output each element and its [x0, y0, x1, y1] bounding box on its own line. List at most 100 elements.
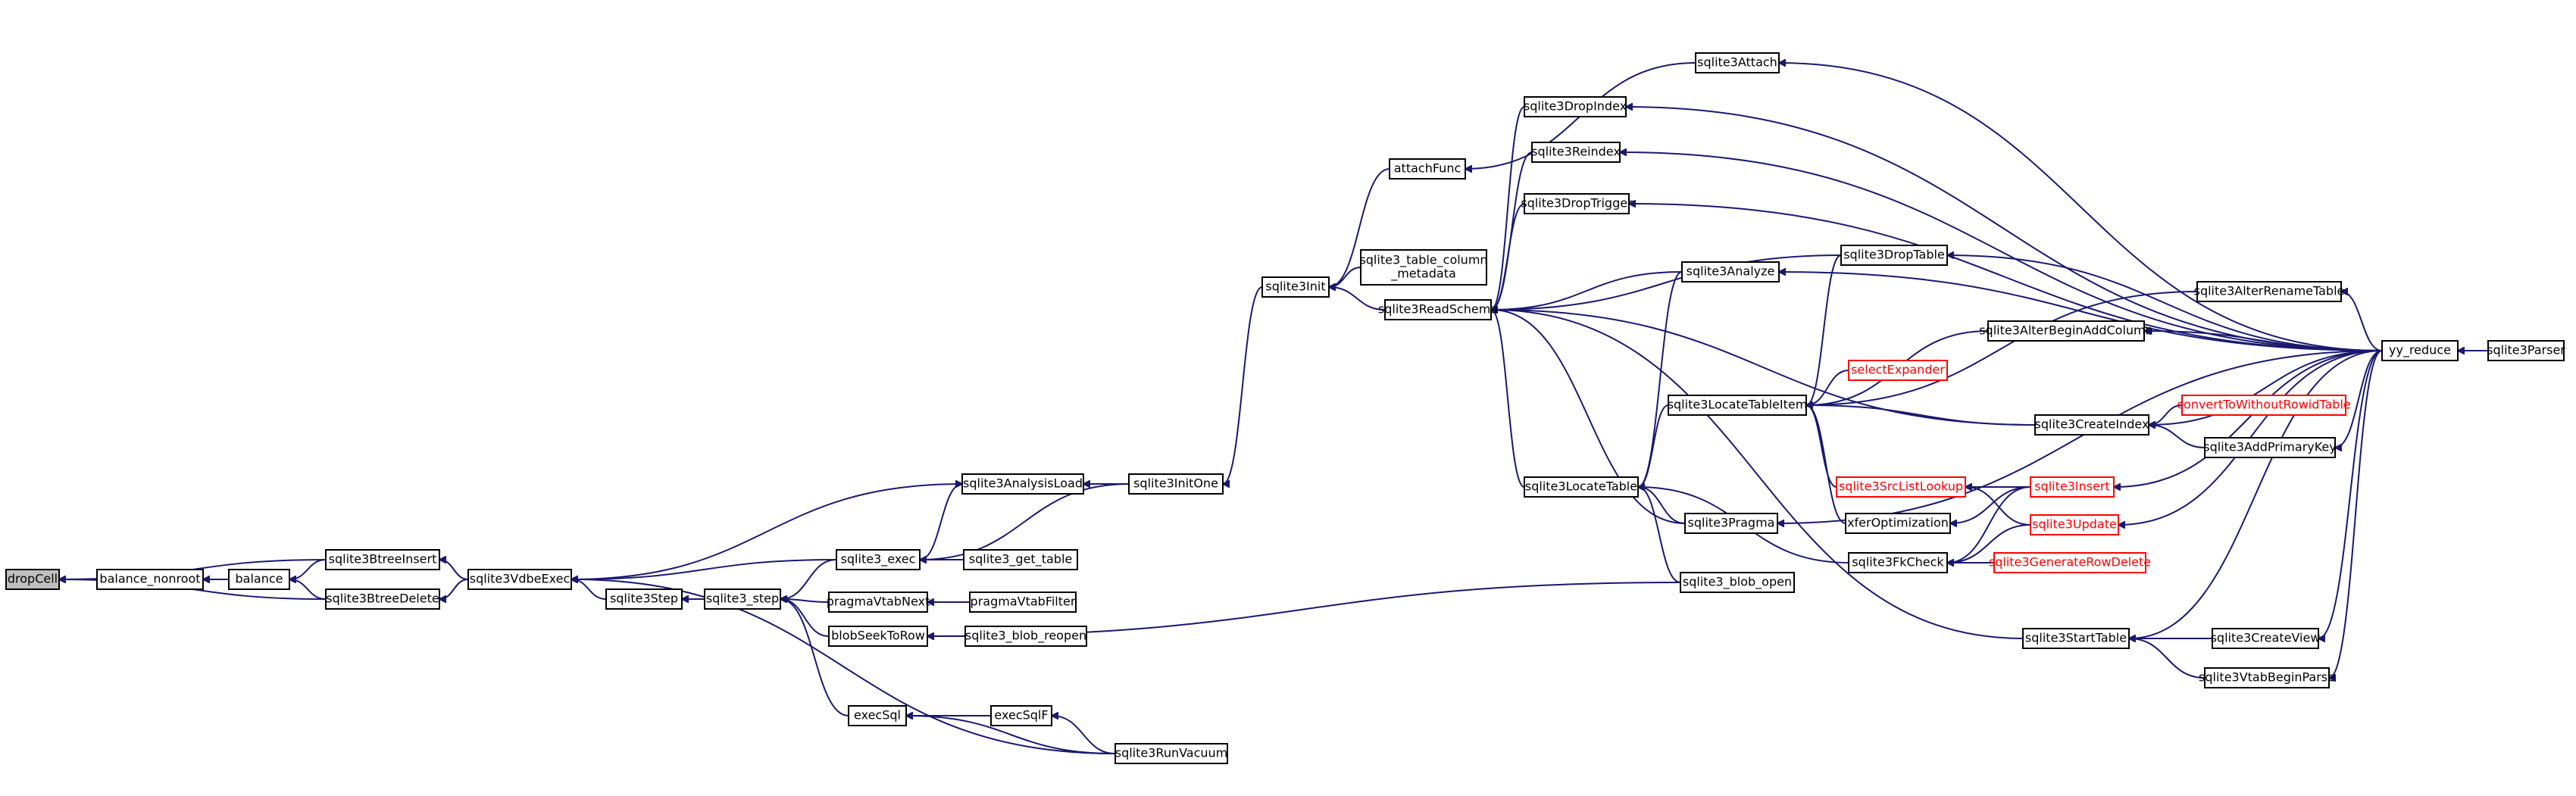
- node-attachFunc[interactable]: attachFunc: [1389, 158, 1466, 179]
- node-sqlite3_blob_open[interactable]: sqlite3_blob_open: [1680, 572, 1795, 593]
- node-sqlite3BtreeInsert[interactable]: sqlite3BtreeInsert: [325, 549, 440, 570]
- node-sqlite3Update[interactable]: sqlite3Update: [2030, 514, 2119, 535]
- edge-sqlite3Pragma-to-sqlite3ReadSchema: [1491, 310, 1686, 524]
- node-sqlite3_table_column_metadata[interactable]: sqlite3_table_column_metadata: [1359, 249, 1488, 286]
- node-sqlite3Attach[interactable]: sqlite3Attach: [1695, 52, 1780, 73]
- edge-sqlite3Init-to-sqlite3InitOne: [1223, 286, 1263, 484]
- node-sqlite3Insert[interactable]: sqlite3Insert: [2030, 476, 2115, 498]
- edge-sqlite3_table_column_metadata-to-sqlite3Init: [1329, 267, 1361, 287]
- node-box: [969, 592, 1077, 613]
- node-box: [2204, 667, 2330, 688]
- node-box: [1128, 473, 1224, 495]
- node-blobSeekToRow[interactable]: blobSeekToRow: [828, 626, 928, 647]
- node-sqlite3FkCheck[interactable]: sqlite3FkCheck: [1848, 552, 1948, 573]
- node-label: convertToWithoutRowidTable: [2177, 398, 2351, 412]
- node-sqlite3SrcListLookup[interactable]: sqlite3SrcListLookup: [1836, 476, 1966, 498]
- node-label: sqlite3DropTable: [1843, 248, 1945, 262]
- node-box: [1389, 158, 1466, 179]
- node-box: [2487, 340, 2565, 361]
- node-sqlite3GenerateRowDelete[interactable]: sqlite3GenerateRowDelete: [1989, 552, 2151, 573]
- node-sqlite3AlterRenameTable[interactable]: sqlite3AlterRenameTable: [2194, 281, 2345, 302]
- node-label: sqlite3_exec: [841, 552, 916, 567]
- node-pragmaVtabNext[interactable]: pragmaVtabNext: [827, 592, 930, 613]
- node-label: execSqlF: [994, 708, 1048, 723]
- node-yy_reduce[interactable]: yy_reduce: [2381, 340, 2459, 361]
- node-sqlite3StartTable[interactable]: sqlite3StartTable: [2022, 628, 2130, 649]
- node-box: [848, 705, 907, 726]
- node-sqlite3RunVacuum[interactable]: sqlite3RunVacuum: [1114, 743, 1228, 764]
- edge-sqlite3_exec-to-sqlite3VdbeExec: [571, 559, 837, 579]
- edge-xferOptimization-to-sqlite3LocateTableItem: [1806, 405, 1846, 524]
- edge-sqlite3BtreeInsert-to-balance: [289, 559, 327, 579]
- node-box: [1531, 142, 1621, 163]
- node-convertToWithoutRowidTable[interactable]: convertToWithoutRowidTable: [2177, 395, 2351, 416]
- edge-sqlite3DropTrigger-to-sqlite3ReadSchema: [1491, 203, 1525, 310]
- node-label: sqlite3VdbeExec: [470, 572, 571, 586]
- node-sqlite3_step[interactable]: sqlite3_step: [704, 588, 781, 610]
- node-label: sqlite3DropTrigger: [1521, 196, 1633, 211]
- node-box: [1684, 513, 1778, 534]
- node-sqlite3ReadSchema[interactable]: sqlite3ReadSchema: [1378, 299, 1498, 320]
- node-label: sqlite3VtabBeginParse: [2199, 670, 2335, 685]
- edge-sqlite3BtreeDelete-to-balance: [289, 579, 327, 600]
- node-sqlite3Analyze[interactable]: sqlite3Analyze: [1681, 261, 1780, 283]
- edge-yy_reduce-to-sqlite3VtabBeginParse: [2329, 350, 2383, 678]
- node-sqlite3DropIndex[interactable]: sqlite3DropIndex: [1524, 96, 1627, 117]
- node-sqlite3VdbeExec[interactable]: sqlite3VdbeExec: [467, 569, 572, 590]
- node-box: [1524, 193, 1630, 214]
- node-box: [2212, 628, 2319, 649]
- node-label: sqlite3LocateTable: [1525, 479, 1637, 494]
- node-sqlite3CreateView[interactable]: sqlite3CreateView: [2211, 628, 2321, 649]
- node-box: [828, 592, 928, 613]
- node-sqlite3VtabBeginParse[interactable]: sqlite3VtabBeginParse: [2199, 667, 2335, 688]
- edge-sqlite3LocateTableItem-to-sqlite3LocateTable: [1638, 404, 1669, 487]
- node-label: pragmaVtabNext: [827, 595, 930, 609]
- edge-yy_reduce-to-sqlite3Reindex: [1620, 152, 2383, 351]
- node-sqlite3Step[interactable]: sqlite3Step: [605, 588, 683, 610]
- node-sqlite3_get_table[interactable]: sqlite3_get_table: [963, 549, 1078, 570]
- node-sqlite3Parser[interactable]: sqlite3Parser: [2487, 340, 2565, 361]
- node-sqlite3Reindex[interactable]: sqlite3Reindex: [1531, 142, 1621, 163]
- node-execSqlF[interactable]: execSqlF: [990, 705, 1052, 726]
- node-label: sqlite3SrcListLookup: [1839, 479, 1963, 494]
- edge-sqlite3_exec-to-sqlite3AnalysisLoad: [919, 484, 962, 560]
- node-box: [2204, 437, 2336, 458]
- node-xferOptimization[interactable]: xferOptimization: [1845, 513, 1951, 534]
- node-sqlite3LocateTableItem[interactable]: sqlite3LocateTableItem: [1668, 395, 1808, 416]
- node-selectExpander[interactable]: selectExpander: [1848, 360, 1948, 381]
- node-box: [2381, 340, 2459, 361]
- node-box: [1261, 276, 1330, 298]
- node-sqlite3BtreeDelete[interactable]: sqlite3BtreeDelete: [325, 588, 440, 610]
- node-sqlite3CreateIndex[interactable]: sqlite3CreateIndex: [2034, 414, 2149, 435]
- node-sqlite3AlterBeginAddColumn[interactable]: sqlite3AlterBeginAddColumn: [1979, 320, 2153, 342]
- node-box: [467, 569, 572, 590]
- node-sqlite3DropTrigger[interactable]: sqlite3DropTrigger: [1521, 193, 1633, 214]
- node-sqlite3AnalysisLoad[interactable]: sqlite3AnalysisLoad: [961, 473, 1084, 495]
- node-sqlite3_blob_reopen[interactable]: sqlite3_blob_reopen: [964, 626, 1087, 647]
- node-label: sqlite3CreateView: [2211, 631, 2321, 645]
- node-sqlite3LocateTable[interactable]: sqlite3LocateTable: [1524, 476, 1639, 498]
- node-sqlite3Init[interactable]: sqlite3Init: [1261, 276, 1330, 298]
- node-sqlite3InitOne[interactable]: sqlite3InitOne: [1128, 473, 1224, 495]
- node-balance_nonroot[interactable]: balance_nonroot: [96, 569, 204, 590]
- node-sqlite3DropTable[interactable]: sqlite3DropTable: [1840, 245, 1948, 266]
- edge-attachFunc-to-sqlite3Init: [1329, 168, 1390, 287]
- node-execSql[interactable]: execSql: [848, 705, 907, 726]
- node-label: execSql: [854, 708, 901, 723]
- node-box: [963, 549, 1078, 570]
- node-dropCell[interactable]: dropCell: [5, 569, 60, 590]
- edge-sqlite3AnalysisLoad-to-sqlite3VdbeExec: [571, 483, 963, 579]
- node-box: [2030, 476, 2115, 498]
- node-sqlite3Pragma[interactable]: sqlite3Pragma: [1684, 513, 1778, 534]
- node-sqlite3_exec[interactable]: sqlite3_exec: [836, 549, 921, 570]
- node-box: [2030, 514, 2119, 535]
- node-balance[interactable]: balance: [228, 569, 290, 590]
- node-box: [990, 705, 1052, 726]
- edge-sqlite3AddPrimaryKey-to-sqlite3CreateIndex: [2149, 425, 2206, 448]
- node-box: [964, 626, 1087, 647]
- edge-sqlite3_exec-to-sqlite3_step: [780, 559, 837, 599]
- node-sqlite3AddPrimaryKey[interactable]: sqlite3AddPrimaryKey: [2203, 437, 2337, 458]
- node-label: sqlite3BtreeDelete: [326, 592, 439, 606]
- node-pragmaVtabFilter[interactable]: pragmaVtabFilter: [969, 592, 1077, 613]
